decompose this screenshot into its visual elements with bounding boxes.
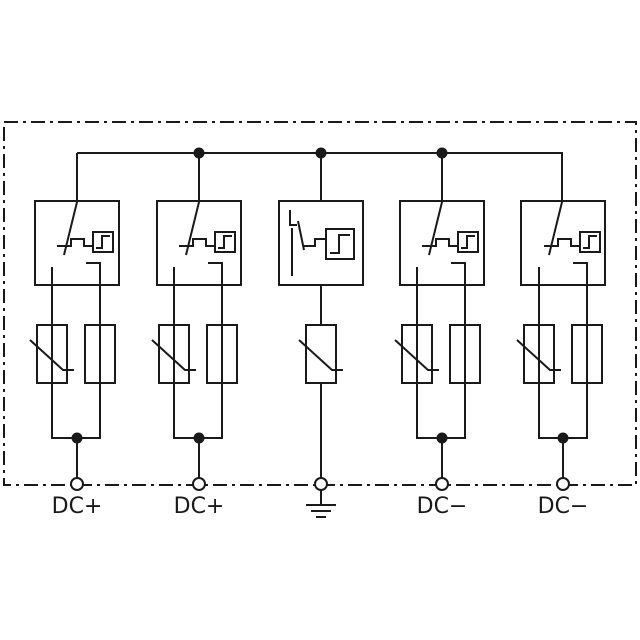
disconnector-box: [156, 200, 242, 286]
varistor-icon: [29, 324, 74, 384]
varistor-icon: [516, 324, 561, 384]
fuse-icon: [84, 324, 116, 384]
branch-4: [394, 153, 485, 491]
fuse-icon: [571, 324, 603, 384]
terminal-connector: [70, 477, 84, 491]
terminal-label-dc-plus-2: DC+: [173, 494, 225, 519]
enclosure-boundary: [3, 121, 637, 486]
terminal-connector: [192, 477, 206, 491]
thermal-disconnect-switch-icon: [179, 238, 215, 247]
terminal-connector: [556, 477, 570, 491]
status-indicator-icon: [214, 231, 236, 253]
thermal-disconnect-switch-icon: [57, 238, 93, 247]
branch-5: [442, 152, 606, 491]
earth-ground-icon: [306, 490, 336, 518]
disconnector-box: [520, 200, 606, 286]
terminal-connector: [314, 477, 328, 491]
thermal-disconnect-switch-icon: [289, 210, 326, 276]
disconnector-box: [34, 200, 120, 286]
disconnector-box: [399, 200, 485, 286]
terminal-connector: [435, 477, 449, 491]
branch-2: [151, 153, 242, 491]
terminal-label-dc-minus-2: DC−: [537, 494, 589, 519]
fuse-icon: [206, 324, 238, 384]
fuse-icon: [449, 324, 481, 384]
varistor-icon: [151, 324, 196, 384]
status-indicator-icon: [579, 231, 601, 253]
branch-1: [29, 153, 120, 491]
terminal-label-dc-plus-1: DC+: [51, 494, 103, 519]
terminal-label-dc-minus-1: DC−: [416, 494, 468, 519]
thermal-disconnect-switch-icon: [544, 238, 580, 247]
branch-ground: [278, 153, 364, 518]
varistor-icon: [394, 324, 439, 384]
thermal-disconnect-switch-icon: [422, 238, 458, 247]
status-indicator-icon: [457, 231, 479, 253]
status-indicator-icon: [325, 228, 355, 260]
status-indicator-icon: [92, 231, 114, 253]
varistor-icon: [298, 324, 343, 384]
